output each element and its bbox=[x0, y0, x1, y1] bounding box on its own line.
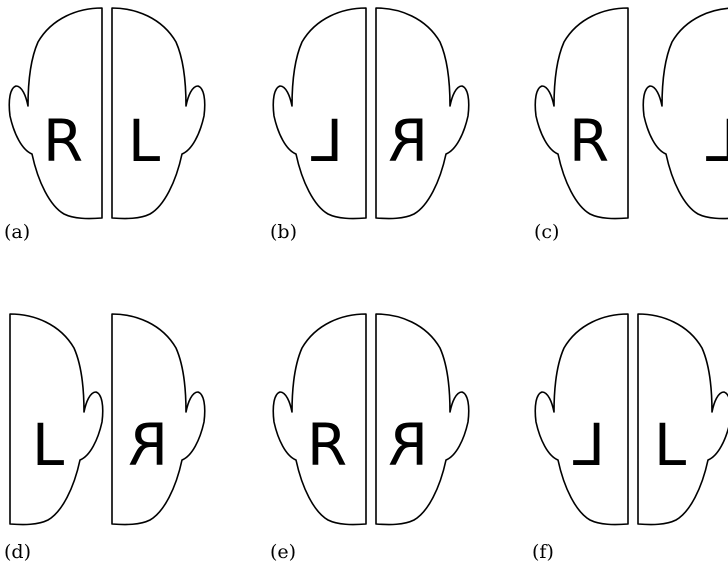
head-right-half bbox=[111, 313, 206, 526]
letter-right-c: L bbox=[706, 107, 728, 175]
svg-text:R: R bbox=[569, 107, 609, 175]
panel-b: L R (b) bbox=[270, 7, 470, 243]
svg-text:R: R bbox=[388, 411, 428, 479]
letter-left-e: R bbox=[307, 411, 347, 479]
svg-text:R: R bbox=[128, 411, 168, 479]
letter-right-e: R bbox=[388, 411, 428, 479]
svg-text:L: L bbox=[654, 411, 686, 479]
svg-text:R: R bbox=[43, 107, 83, 175]
letter-left-d: L bbox=[32, 411, 64, 479]
head-right-half-offset bbox=[642, 7, 728, 220]
caption-c: (c) bbox=[534, 221, 559, 243]
panel-d: L R (d) bbox=[4, 313, 206, 563]
panel-e: R R (e) bbox=[270, 313, 470, 563]
panel-a: R L (a) bbox=[4, 7, 206, 243]
panel-c: R L (c) bbox=[534, 7, 728, 243]
svg-text:L: L bbox=[311, 107, 343, 175]
svg-text:R: R bbox=[388, 107, 428, 175]
panel-f: L L (f) bbox=[532, 313, 728, 563]
caption-e: (e) bbox=[270, 541, 296, 563]
svg-text:L: L bbox=[706, 107, 728, 175]
letter-right-b: R bbox=[388, 107, 428, 175]
caption-b: (b) bbox=[270, 221, 297, 243]
svg-text:L: L bbox=[573, 411, 605, 479]
letter-right-d: R bbox=[128, 411, 168, 479]
letter-left-f: L bbox=[573, 411, 605, 479]
letter-left-c: R bbox=[569, 107, 609, 175]
letter-left-a: R bbox=[43, 107, 83, 175]
svg-text:L: L bbox=[32, 411, 64, 479]
caption-d: (d) bbox=[4, 541, 31, 563]
letter-right-a: L bbox=[128, 107, 160, 175]
letter-left-b: L bbox=[311, 107, 343, 175]
svg-text:L: L bbox=[128, 107, 160, 175]
caption-a: (a) bbox=[4, 221, 30, 243]
caption-f: (f) bbox=[532, 541, 554, 563]
letter-right-f: L bbox=[654, 411, 686, 479]
svg-text:R: R bbox=[307, 411, 347, 479]
